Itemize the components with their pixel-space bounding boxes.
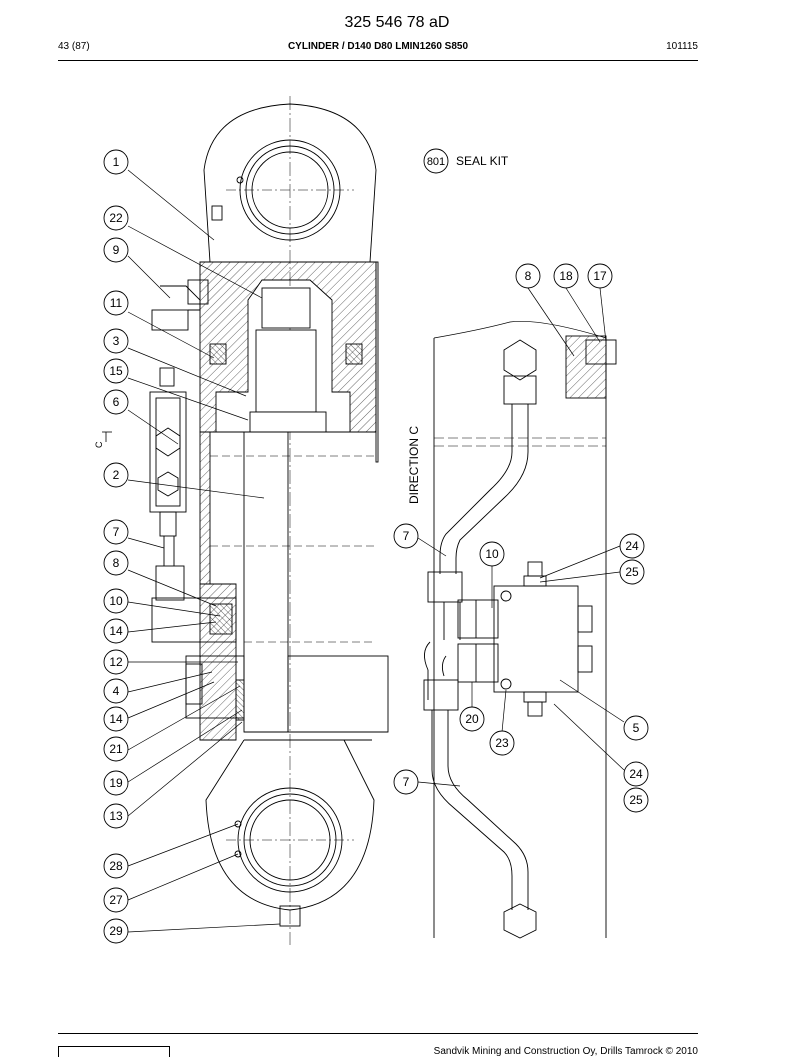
svg-text:25: 25 (625, 565, 639, 579)
callout-15: 15 (103, 358, 129, 384)
svg-text:5: 5 (633, 721, 640, 735)
svg-text:3: 3 (113, 334, 120, 348)
leader-lines (127, 169, 625, 933)
svg-text:7: 7 (403, 775, 410, 789)
svg-text:20: 20 (465, 712, 479, 726)
svg-text:24: 24 (625, 539, 639, 553)
document-number: 325 546 78 aD (344, 14, 450, 31)
svg-text:801: 801 (427, 156, 445, 168)
svg-text:13: 13 (109, 809, 123, 823)
callout-4: 4 (103, 678, 129, 704)
callout-28: 28 (103, 853, 129, 879)
callout-27: 27 (103, 887, 129, 913)
cylinder-section-view (149, 96, 389, 945)
svg-text:14: 14 (109, 624, 123, 638)
callout-22: 22 (103, 205, 129, 231)
svg-text:14: 14 (109, 712, 123, 726)
callout-29: 29 (103, 918, 129, 944)
callout-17: 17 (587, 263, 613, 289)
callout-7: 7 (103, 519, 129, 545)
callout-1: 1 (103, 149, 129, 175)
svg-text:9: 9 (113, 243, 120, 257)
callout-25-top: 25 (619, 559, 645, 585)
callout-10: 10 (103, 588, 129, 614)
svg-text:10: 10 (109, 594, 123, 608)
callout-balloons: 1 22 9 11 3 15 6 2 7 8 10 14 12 4 14 21 … (103, 148, 649, 944)
callout-3: 3 (103, 328, 129, 354)
callout-14b: 14 (103, 706, 129, 732)
callout-8: 8 (103, 550, 129, 576)
section-mark-c: C (94, 431, 112, 448)
callout-7-right-top: 7 (393, 523, 419, 549)
svg-text:8: 8 (113, 556, 120, 570)
callout-21: 21 (103, 736, 129, 762)
svg-text:25: 25 (629, 793, 643, 807)
callout-7-right-bottom: 7 (393, 769, 419, 795)
callout-14: 14 (103, 618, 129, 644)
callout-11: 11 (103, 290, 129, 316)
company-logo (58, 1046, 170, 1057)
callout-6: 6 (103, 389, 129, 415)
callout-12: 12 (103, 649, 129, 675)
svg-text:23: 23 (495, 736, 509, 750)
callout-13: 13 (103, 803, 129, 829)
callout-23: 23 (489, 730, 515, 756)
svg-text:1: 1 (113, 155, 120, 169)
svg-text:6: 6 (113, 395, 120, 409)
svg-text:24: 24 (629, 767, 643, 781)
svg-text:21: 21 (109, 742, 123, 756)
callout-24-top: 24 (619, 533, 645, 559)
page-number: 43 (87) (58, 41, 90, 52)
drawing-title: CYLINDER / D140 D80 LMIN1260 S850 (287, 41, 469, 52)
svg-text:15: 15 (109, 364, 123, 378)
callout-8-right: 8 (515, 263, 541, 289)
callout-9: 9 (103, 237, 129, 263)
callout-24-bottom: 24 (623, 761, 649, 787)
header-rule (58, 60, 698, 61)
svg-text:10: 10 (485, 547, 499, 561)
callout-18: 18 (553, 263, 579, 289)
svg-text:8: 8 (525, 269, 532, 283)
direction-c-view (423, 321, 617, 939)
svg-text:11: 11 (110, 296, 123, 310)
svg-text:18: 18 (559, 269, 573, 283)
svg-text:12: 12 (109, 655, 123, 669)
svg-text:7: 7 (113, 525, 120, 539)
callout-20: 20 (459, 706, 485, 732)
svg-text:4: 4 (113, 684, 120, 698)
svg-text:7: 7 (403, 529, 410, 543)
revision-date: 101115 (666, 41, 698, 52)
footer-copyright: Sandvik Mining and Construction Oy, Dril… (433, 1046, 698, 1057)
seal-kit-label: SEAL KIT (456, 154, 509, 168)
svg-text:17: 17 (593, 269, 607, 283)
callout-19: 19 (103, 770, 129, 796)
callout-5: 5 (623, 715, 649, 741)
section-mark-label: C (94, 441, 104, 448)
direction-c-label: DIRECTION C (407, 426, 421, 504)
svg-text:19: 19 (109, 776, 123, 790)
svg-text:28: 28 (109, 859, 123, 873)
svg-text:27: 27 (109, 893, 123, 907)
callout-2: 2 (103, 462, 129, 488)
footer-rule (58, 1033, 698, 1034)
svg-text:2: 2 (113, 468, 120, 482)
svg-text:29: 29 (109, 924, 123, 938)
seal-kit-callout: 801 (423, 148, 449, 174)
callout-25-bottom: 25 (623, 787, 649, 813)
svg-text:22: 22 (109, 211, 123, 225)
callout-10-right: 10 (479, 541, 505, 567)
